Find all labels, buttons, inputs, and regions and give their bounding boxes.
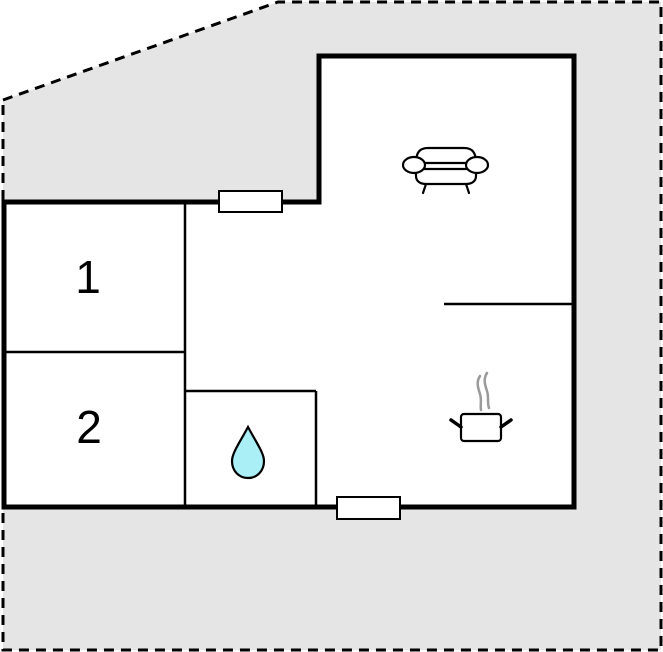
- exterior-walls: [1, 53, 577, 510]
- window-top: [218, 190, 283, 213]
- window-bottom: [336, 496, 401, 520]
- sofa-icon: [401, 146, 490, 195]
- water-drop-icon: [230, 424, 266, 480]
- room-label-bedroom-2: 2: [76, 401, 102, 453]
- cooking-pot-icon: [449, 371, 513, 443]
- interior-walls: [4, 202, 574, 507]
- room-label-bedroom-1: 1: [75, 251, 101, 303]
